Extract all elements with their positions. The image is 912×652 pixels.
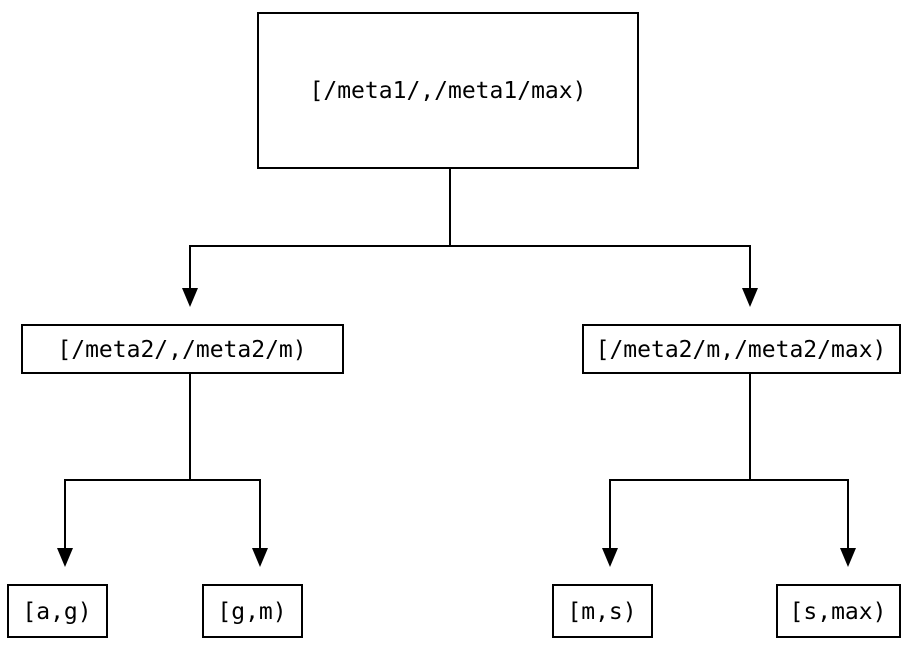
node-leaf-smax-label: [s,max): [790, 599, 887, 625]
edge-root-to-left: [189, 168, 451, 288]
arrowhead-root-to-right-icon: [742, 288, 758, 307]
node-leaf-ag-box: [7, 584, 108, 638]
edge-left-to-leaf-ag: [64, 373, 191, 548]
arrowhead-left-to-leaf-gm-icon: [252, 548, 268, 567]
node-right-box: [582, 324, 901, 374]
node-leaf-ag-label: [a,g): [22, 599, 91, 625]
edge-root-to-right: [449, 168, 751, 288]
node-right-label: [/meta2/m,/meta2/max): [596, 337, 887, 363]
arrowhead-right-to-leaf-ms-icon: [602, 548, 618, 567]
edge-left-to-leaf-gm: [189, 373, 261, 548]
arrowhead-left-to-leaf-ag-icon: [57, 548, 73, 567]
node-root-box: [257, 12, 639, 169]
edge-right-to-leaf-smax: [749, 373, 849, 548]
node-root-label: [/meta1/,/meta1/max): [310, 78, 587, 104]
edge-right-to-leaf-ms: [609, 373, 751, 548]
node-left-box: [21, 324, 344, 374]
node-leaf-smax-box: [776, 584, 901, 638]
node-left-label: [/meta2/,/meta2/m): [57, 337, 306, 363]
node-leaf-gm-label: [g,m): [217, 599, 286, 625]
node-leaf-ms-box: [552, 584, 653, 638]
node-leaf-gm-box: [202, 584, 303, 638]
arrowhead-root-to-left-icon: [182, 288, 198, 307]
node-leaf-ms-label: [m,s): [567, 599, 636, 625]
arrowhead-right-to-leaf-smax-icon: [840, 548, 856, 567]
